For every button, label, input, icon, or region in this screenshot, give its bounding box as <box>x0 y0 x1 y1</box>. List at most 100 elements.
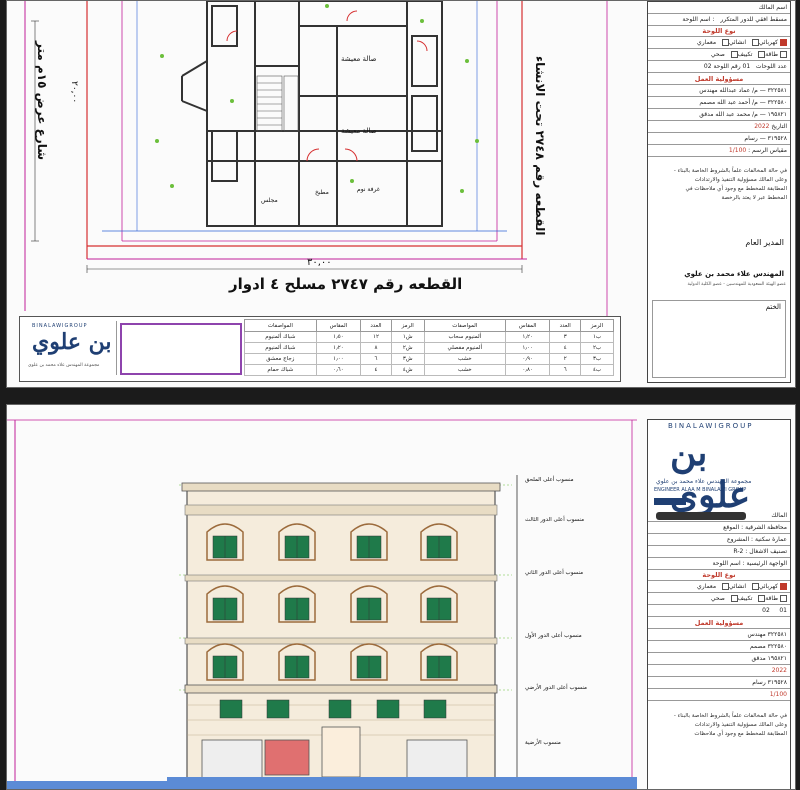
floor-plan-sheet: صالة معيشة صالة معيشة غرفة نوم مطبخ مجلس… <box>6 0 796 388</box>
neighbor-plot-label: القطعه رقم ٢٧٤٨ تحت الانشاء <box>533 56 547 236</box>
type-option: صحي <box>710 51 725 58</box>
staff-role: رسام <box>744 135 758 142</box>
staff-row: ٣١٩٥٢٨ رسام <box>648 677 790 689</box>
staff-role: مهندس <box>699 87 718 94</box>
schedule-cell: ١٫٥٠ <box>315 331 362 343</box>
company-stamp <box>120 323 242 375</box>
schedule-cell: ٢ <box>549 353 582 365</box>
drawing-type-row: طاقة تكييف صحي <box>648 593 790 605</box>
staff-role: مدقق <box>751 655 766 662</box>
schedule-cell: ١٢ <box>360 331 392 343</box>
staff-code: ١٩٥٨٢١ <box>767 655 787 662</box>
scale-label: مقياس الرسم <box>752 147 787 154</box>
floor-plan-drawing <box>24 1 608 316</box>
schedule-cell: ب٣ <box>580 353 614 365</box>
schedule-cell: خشب <box>423 364 506 376</box>
room-label: غرفة نوم <box>357 186 380 193</box>
level-label: منسوب أعلى الدور الثالث <box>525 517 585 523</box>
staff-row: ١٩٥٨٢١ مدقق <box>648 653 790 665</box>
sheet-number-row: 02 01 <box>648 605 790 617</box>
project-label: المشروع <box>727 536 750 543</box>
room-label: صالة معيشة <box>341 127 377 135</box>
staff-role: مهندس <box>747 631 766 638</box>
checkbox <box>751 39 759 46</box>
schedule-header-cell: المواصفات <box>423 319 506 332</box>
drawing-type-row: كهربائي انشائي معماري <box>648 581 790 593</box>
staff-code: ٣٢٢٥٨١ <box>767 87 787 94</box>
room-label: مجلس <box>261 197 278 204</box>
schedule-header-cell: الرمز <box>390 319 425 332</box>
level-label: منسوب الأرضية <box>525 740 561 746</box>
checkbox <box>758 51 766 58</box>
project-row: عمارة سكنية : المشروع <box>648 534 790 546</box>
schedule-row: شباك ألمنيوم ١٫٢٠ ٨ ش٢ ألمنيوم مفصلي ١٫٠… <box>244 342 614 354</box>
schedule-cell: شباك حمام <box>244 364 317 376</box>
openings-schedule: المواصفات المقاس العدد الرمز المواصفات ا… <box>244 319 614 376</box>
staff-row: ٣٢٢٥٨٠ — م/ أحمد عبد الله مصمم <box>648 97 790 109</box>
schedule-cell: ألمنيوم مفصلي <box>423 342 506 354</box>
checkbox-checked <box>780 583 787 590</box>
schedule-cell: شباك ألمنيوم <box>244 342 317 354</box>
dimension-left: ٢٠,٠٠ <box>69 81 79 104</box>
owner-row: المالك <box>648 510 790 522</box>
total-value: 02 <box>762 607 770 614</box>
date-row: 2022 <box>648 665 790 677</box>
drawing-name-value: مسقط افقي للدور المتكرر <box>720 16 787 23</box>
schedule-header-cell: الرمز <box>580 319 614 332</box>
level-label: منسوب أعلى الملحق <box>525 477 574 483</box>
schedule-header: المواصفات المقاس العدد الرمز المواصفات ا… <box>244 319 614 332</box>
level-label: منسوب أعلى الدور الأرضي <box>525 685 587 691</box>
schedule-cell: ٨ <box>360 342 392 354</box>
checkbox <box>730 595 738 602</box>
logo-tag: BINALAWIGROUP <box>32 323 88 329</box>
type-option: كهربائي <box>758 39 778 46</box>
type-option: طاقة <box>765 51 778 58</box>
staff-row: ٣٢٢٥٨٠ مصمم <box>648 641 790 653</box>
project-value: عمارة سكنية <box>754 536 787 543</box>
type-option: انشائي <box>728 39 747 46</box>
schedule-header-cell: المواصفات <box>244 319 317 332</box>
authority-header: مسؤولية العمل <box>648 74 790 85</box>
drawing-type-header: نوع اللوحة <box>648 26 790 37</box>
schedule-cell: شباك ألمنيوم <box>244 331 317 343</box>
staff-role: رسام <box>752 679 766 686</box>
notes-line: المخطط عبر لا يعتد بالرخصة <box>721 195 787 201</box>
staff-name: م/ محمد عبد الله <box>715 111 758 118</box>
checkbox <box>780 595 787 602</box>
date-row: 2022 التاريخ <box>648 121 790 133</box>
date-label: التاريخ <box>771 123 787 130</box>
schedule-cell: ألمنيوم سحاب <box>423 331 506 343</box>
staff-role: مدقق <box>699 111 714 118</box>
drawing-type-row: طاقة تكييف صحي <box>648 49 790 61</box>
staff-name: م/ عماد عبدالله <box>719 87 758 94</box>
owner-label: المالك <box>771 512 787 519</box>
room-label: مطبخ <box>315 189 329 196</box>
checkbox <box>751 583 759 590</box>
engineer-subtitle: عضو الهيئة السعودية للمهندسين - عضو الكل… <box>687 282 786 287</box>
date-value: 2022 <box>771 667 787 674</box>
window-grid <box>206 523 458 681</box>
site-label: الموقع <box>723 524 740 531</box>
staff-row: ٣١٩٥٢٨ — رسام <box>648 133 790 145</box>
schedule-cell: ٠٫٦٠ <box>315 364 362 376</box>
checkbox <box>730 51 738 58</box>
redacted-owner <box>656 512 746 520</box>
schedule-cell: ب١ <box>580 331 614 343</box>
owner-label: اسم المالك <box>758 4 787 11</box>
schedule-cell: ١٫٢٠ <box>504 331 551 343</box>
type-option: انشائي <box>728 583 747 590</box>
schedule-cell: ٤ <box>360 364 392 376</box>
schedule-cell: ب٢ <box>580 342 614 354</box>
schedule-cell: ٦ <box>360 353 392 365</box>
logo-brand: بن علوي <box>670 432 751 516</box>
drawing-name-value: الواجهة الرئيسية <box>746 560 787 567</box>
schedule-header-cell: العدد <box>549 319 582 332</box>
schedule-cell: ١٫٢٠ <box>315 342 362 354</box>
schedule-cell: ٤ <box>549 342 582 354</box>
schedule-strip: BINALAWIGROUP بن علوي مجموعة المهندس علا… <box>19 316 621 382</box>
notes-line: المطابقة للمخطط مع وجود أي ملاحظات في <box>685 186 787 192</box>
street-label: شارع عرض ١٥م متر <box>35 41 49 160</box>
drawing-type-header: نوع اللوحة <box>648 570 790 581</box>
logo-block: BINALAWIGROUP بن علوي مجموعة المهندس علا… <box>24 321 117 375</box>
schedule-cell: خشب <box>423 353 506 365</box>
